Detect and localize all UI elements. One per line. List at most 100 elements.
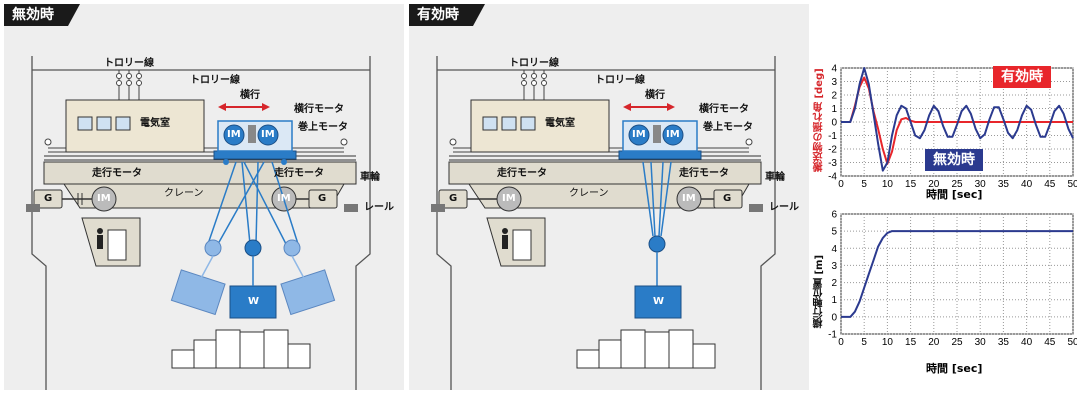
label-hoist-motor: 巻上モータ — [298, 122, 348, 133]
x-tick-label: 20 — [928, 179, 940, 190]
label-trolley-line-top: トロリー線 — [104, 58, 154, 69]
y-tick-label: -3 — [828, 158, 837, 169]
graph-top-xlabel: 時間 [sec] — [926, 188, 983, 201]
y-tick-label: 0 — [831, 312, 837, 323]
x-tick-label: 40 — [1021, 337, 1033, 348]
y-tick-label: 2 — [831, 91, 837, 102]
label-electrical-room: 電気室 — [545, 118, 575, 129]
x-tick-label: 10 — [882, 179, 894, 190]
x-tick-label: 35 — [998, 179, 1010, 190]
x-tick-label: 25 — [951, 337, 963, 348]
label-travel-motor-right: 走行モータ — [274, 168, 324, 179]
label-im-travel-left: IM — [502, 193, 516, 204]
label-travel-motor-right: 走行モータ — [679, 168, 729, 179]
x-tick-label: 0 — [838, 337, 844, 348]
x-tick-label: 50 — [1067, 337, 1077, 348]
label-hoist-motor: 巻上モータ — [703, 122, 753, 133]
x-tick-label: 45 — [1044, 337, 1056, 348]
series-line-0 — [841, 230, 1073, 318]
label-rail: レール — [364, 202, 394, 213]
load-swing-left — [170, 269, 226, 316]
label-travel-motor-left: 走行モータ — [92, 168, 142, 179]
crane-scene — [26, 56, 371, 390]
building-wall-left — [31, 56, 47, 390]
rail-left — [26, 204, 40, 212]
crane-scene — [431, 56, 776, 390]
y-tick-label: 5 — [831, 227, 837, 238]
label-crane: クレーン — [569, 188, 609, 199]
load-center — [229, 285, 277, 319]
x-tick-label: 50 — [1067, 179, 1077, 190]
label-trolley-line-side: トロリー線 — [595, 75, 645, 86]
label-g-left: G — [44, 193, 53, 204]
x-tick-label: 15 — [905, 179, 917, 190]
y-tick-label: -2 — [828, 145, 837, 156]
label-traverse-motor: 横行モータ — [294, 104, 344, 115]
x-tick-label: 30 — [975, 337, 987, 348]
label-im-travel-left: IM — [97, 193, 111, 204]
x-tick-label: 0 — [838, 179, 844, 190]
y-tick-label: -1 — [828, 330, 837, 341]
panel-disabled: 無効時 — [4, 4, 404, 390]
y-tick-label: 2 — [831, 278, 837, 289]
x-tick-label: 30 — [975, 179, 987, 190]
label-g-right: G — [318, 193, 327, 204]
y-tick-label: 1 — [831, 295, 837, 306]
x-tick-label: 35 — [998, 337, 1010, 348]
label-crane: クレーン — [164, 188, 204, 199]
load-swing-right — [280, 269, 336, 316]
x-tick-label: 40 — [1021, 179, 1033, 190]
label-im-hoist: IM — [261, 129, 275, 140]
hoist-motor-icon — [257, 124, 279, 146]
label-im-travel-right: IM — [277, 193, 291, 204]
label-im-traverse: IM — [632, 129, 646, 140]
y-tick-label: -1 — [828, 131, 837, 142]
label-rail: レール — [769, 202, 799, 213]
label-load: W — [248, 296, 260, 307]
hoist-motor-icon — [662, 124, 684, 146]
y-tick-label: 3 — [831, 77, 837, 88]
load-center — [634, 285, 682, 319]
label-wheel: 車輪 — [360, 172, 380, 183]
y-tick-label: 4 — [831, 64, 837, 75]
ropes — [207, 161, 299, 245]
x-tick-label: 15 — [905, 337, 917, 348]
traverse-motor-icon — [628, 124, 650, 146]
panel-title: 無効時 — [4, 4, 80, 26]
label-traverse-motor: 横行モータ — [699, 104, 749, 115]
label-travel-motor-left: 走行モータ — [497, 168, 547, 179]
x-tick-label: 20 — [928, 337, 940, 348]
y-tick-label: 6 — [831, 210, 837, 221]
y-tick-label: -4 — [828, 172, 837, 183]
x-tick-label: 5 — [861, 337, 867, 348]
traverse-motor-icon — [223, 124, 245, 146]
label-wheel: 車輪 — [765, 172, 785, 183]
rail-right — [344, 204, 358, 212]
y-tick-label: 3 — [831, 261, 837, 272]
x-tick-label: 25 — [951, 179, 963, 190]
y-tick-label: 4 — [831, 244, 837, 255]
label-im-traverse: IM — [227, 129, 241, 140]
label-traverse: 横行 — [240, 90, 260, 101]
label-electrical-room: 電気室 — [140, 118, 170, 129]
legend-enabled: 有効時 — [993, 66, 1051, 88]
y-tick-label: 0 — [831, 118, 837, 129]
label-g-right: G — [723, 193, 732, 204]
x-tick-label: 5 — [861, 179, 867, 190]
series-line-1 — [841, 67, 1074, 172]
label-traverse: 横行 — [645, 90, 665, 101]
label-trolley-line-top: トロリー線 — [509, 58, 559, 69]
stacked-goods — [171, 329, 311, 369]
label-load: W — [653, 296, 665, 307]
label-g-left: G — [449, 193, 458, 204]
y-tick-label: 1 — [831, 104, 837, 115]
label-im-hoist: IM — [666, 129, 680, 140]
x-tick-label: 45 — [1044, 179, 1056, 190]
panel-enabled: 有効時 — [409, 4, 809, 390]
label-trolley-line-side: トロリー線 — [190, 75, 240, 86]
building-wall-right — [355, 56, 371, 390]
legend-disabled: 無効時 — [925, 149, 983, 171]
graph-bottom-xlabel: 時間 [sec] — [926, 362, 983, 375]
wire-insulator-left — [44, 138, 52, 146]
